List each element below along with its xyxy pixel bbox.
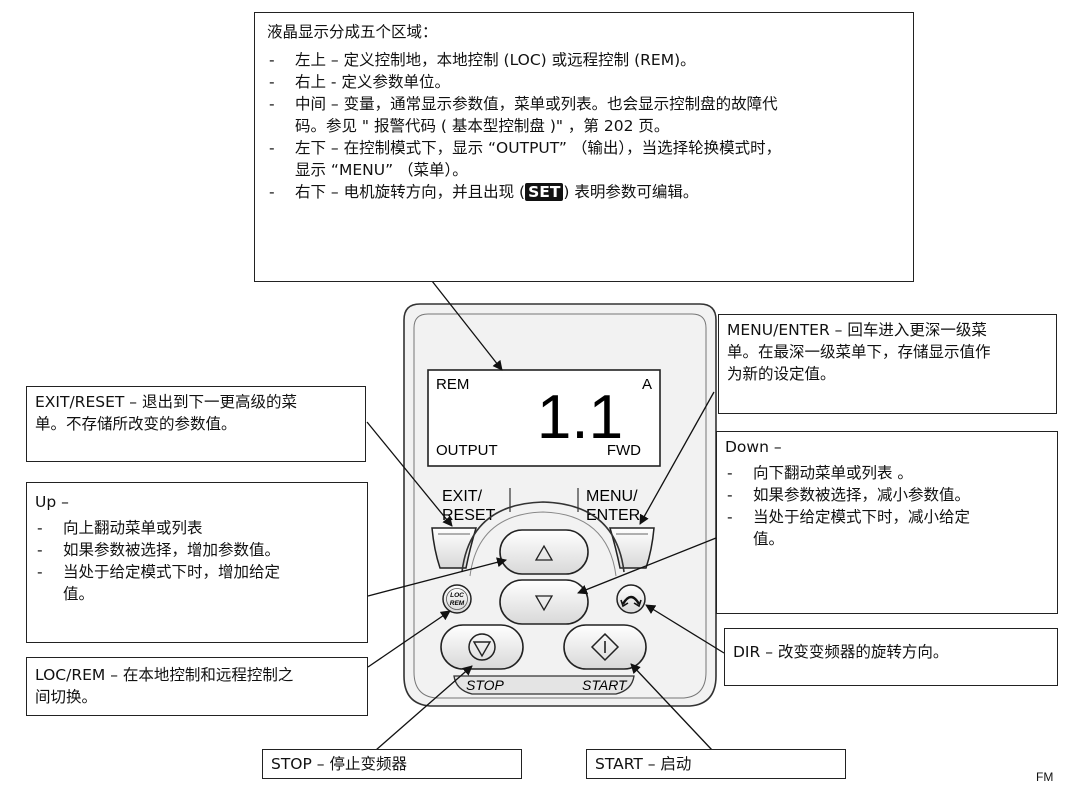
arrow-up bbox=[367, 557, 507, 597]
dir-description: DIR – 改变变频器的旋转方向。 bbox=[733, 643, 949, 661]
list-item: 右下 – 电机旋转方向，并且出现 (SET) 表明参数可编辑。 bbox=[267, 181, 901, 203]
arrow-menu-enter bbox=[639, 391, 715, 525]
display-bottom-left: OUTPUT bbox=[436, 442, 498, 459]
list-item: 左下 – 在控制模式下，显示 “OUTPUT” （输出），当选择轮换模式时， 显示… bbox=[267, 137, 901, 181]
arrow-start bbox=[630, 663, 713, 751]
list-item-text-before: 右下 – 电机旋转方向，并且出现 ( bbox=[295, 183, 526, 201]
arrow-loc-rem bbox=[367, 610, 451, 668]
dir-button[interactable] bbox=[616, 584, 646, 614]
menu-enter-label-1: MENU/ bbox=[586, 488, 638, 505]
description-line: MENU/ENTER – 回车进入更深一级菜 bbox=[727, 321, 987, 339]
arrow-down bbox=[577, 537, 717, 595]
down-callout-title: Down – bbox=[725, 438, 782, 456]
list-item-line: 值。 bbox=[63, 585, 95, 603]
stop-description: STOP – 停止变频器 bbox=[271, 755, 407, 773]
list-item: 左上 – 定义控制地，本地控制 (LOC) 或远程控制 (REM)。 bbox=[267, 49, 901, 71]
arrow-stop bbox=[375, 665, 473, 751]
stop-start-label-bar: STOP START bbox=[453, 675, 635, 695]
lcd-callout-box: 液晶显示分成五个区域： 左上 – 定义控制地，本地控制 (LOC) 或远程控制 … bbox=[254, 12, 914, 282]
down-button[interactable] bbox=[499, 579, 589, 625]
loc-rem-line-2: REM bbox=[450, 600, 465, 607]
arrow-lcd bbox=[431, 280, 503, 371]
loc-rem-line-1: LOC bbox=[450, 592, 464, 599]
stop-triangle-icon bbox=[472, 641, 492, 658]
list-item-line: 当处于给定模式下时，增加给定 bbox=[63, 563, 281, 581]
lcd-callout-title: 液晶显示分成五个区域： bbox=[267, 23, 438, 41]
dir-callout-box: DIR – 改变变频器的旋转方向。 bbox=[724, 628, 1058, 686]
rotation-direction-icon bbox=[621, 595, 641, 605]
description-line: LOC/REM – 在本地控制和远程控制之 bbox=[35, 666, 294, 684]
list-item: 向下翻动菜单或列表 。 bbox=[725, 462, 1049, 484]
loc-rem-button[interactable]: LOC REM bbox=[442, 584, 472, 614]
exit-reset-callout-box: EXIT/RESET – 退出到下一更高级的菜单。不存储所改变的参数值。 bbox=[26, 386, 366, 462]
up-button[interactable] bbox=[499, 529, 589, 575]
stop-button[interactable] bbox=[440, 624, 524, 670]
list-item-line: 向下翻动菜单或列表 。 bbox=[753, 464, 913, 482]
start-label: START bbox=[582, 677, 628, 693]
list-item-line: 向上翻动菜单或列表 bbox=[63, 519, 203, 537]
display-top-right: A bbox=[642, 376, 652, 393]
description-line: 单。不存储所改变的参数值。 bbox=[35, 415, 237, 433]
loc-rem-callout-box: LOC/REM – 在本地控制和远程控制之间切换。 bbox=[26, 657, 368, 716]
menu-enter-callout-box: MENU/ENTER – 回车进入更深一级菜单。在最深一级菜单下，存储显示值作为… bbox=[718, 314, 1057, 414]
start-callout-box: START – 启动 bbox=[586, 749, 846, 779]
up-callout-title: Up – bbox=[35, 493, 69, 511]
list-item: 右上 - 定义参数单位。 bbox=[267, 71, 901, 93]
list-item: 如果参数被选择，增加参数值。 bbox=[35, 539, 359, 561]
start-button[interactable] bbox=[563, 624, 647, 670]
exit-reset-description: EXIT/RESET – 退出到下一更高级的菜单。不存储所改变的参数值。 bbox=[35, 391, 357, 435]
list-item-line: 右下 – 电机旋转方向，并且出现 (SET) 表明参数可编辑。 bbox=[295, 181, 901, 203]
start-diamond-icon bbox=[590, 632, 620, 662]
down-callout-list: 向下翻动菜单或列表 。如果参数被选择，减小参数值。当处于给定模式下时，减小给定值… bbox=[725, 462, 1049, 550]
description-line: 为新的设定值。 bbox=[727, 365, 836, 383]
list-item-line: 左上 – 定义控制地，本地控制 (LOC) 或远程控制 (REM)。 bbox=[295, 51, 696, 69]
description-line: 间切换。 bbox=[35, 688, 98, 706]
stop-label: STOP bbox=[466, 677, 505, 693]
footer-code: FM bbox=[1036, 770, 1054, 784]
list-item-line: 值。 bbox=[753, 530, 785, 548]
set-badge: SET bbox=[525, 183, 564, 201]
list-item-line: 显示 “MENU” （菜单）。 bbox=[295, 161, 468, 179]
leader-arrows bbox=[366, 280, 725, 751]
start-description: START – 启动 bbox=[595, 755, 692, 773]
down-callout-box: Down – 向下翻动菜单或列表 。如果参数被选择，减小参数值。当处于给定模式下… bbox=[716, 431, 1058, 614]
lcd-callout-list: 左上 – 定义控制地，本地控制 (LOC) 或远程控制 (REM)。右上 - 定… bbox=[267, 49, 901, 203]
list-item-line: 如果参数被选择，减小参数值。 bbox=[753, 486, 971, 504]
description-line: EXIT/RESET – 退出到下一更高级的菜 bbox=[35, 393, 297, 411]
list-item-line: 码。参见 " 报警代码 ( 基本型控制盘 )" ，第 202 页。 bbox=[295, 117, 670, 135]
list-item-line: 当处于给定模式下时，减小给定 bbox=[753, 508, 971, 526]
list-item-line: 中间 – 变量，通常显示参数值，菜单或列表。也会显示控制盘的故障代 bbox=[295, 95, 778, 113]
lcd-display: REM A 1.1 OUTPUT FWD bbox=[427, 369, 661, 467]
stop-callout-box: STOP – 停止变频器 bbox=[262, 749, 522, 779]
list-item-line: 左下 – 在控制模式下，显示 “OUTPUT” （输出），当选择轮换模式时， bbox=[295, 139, 782, 157]
down-triangle-icon bbox=[534, 595, 554, 612]
up-callout-box: Up – 向上翻动菜单或列表如果参数被选择，增加参数值。当处于给定模式下时，增加… bbox=[26, 482, 368, 643]
list-item-line: 如果参数被选择，增加参数值。 bbox=[63, 541, 281, 559]
display-bottom-right: FWD bbox=[607, 442, 641, 459]
list-item: 如果参数被选择，减小参数值。 bbox=[725, 484, 1049, 506]
menu-enter-description: MENU/ENTER – 回车进入更深一级菜单。在最深一级菜单下，存储显示值作为… bbox=[727, 319, 1048, 385]
exit-reset-label-1: EXIT/ bbox=[442, 488, 483, 505]
list-item-line: 右上 - 定义参数单位。 bbox=[295, 73, 450, 91]
exit-reset-label-2: RESET bbox=[442, 507, 496, 524]
display-value: 1.1 bbox=[537, 383, 623, 452]
description-line: 单。在最深一级菜单下，存储显示值作 bbox=[727, 343, 991, 361]
up-triangle-icon bbox=[534, 544, 554, 561]
list-item: 向上翻动菜单或列表 bbox=[35, 517, 359, 539]
display-top-left: REM bbox=[436, 376, 469, 393]
loc-rem-description: LOC/REM – 在本地控制和远程控制之间切换。 bbox=[35, 664, 359, 708]
arrow-exit-reset bbox=[366, 421, 453, 527]
arrow-dir bbox=[645, 604, 725, 654]
list-item-text-after: ) 表明参数可编辑。 bbox=[563, 183, 699, 201]
